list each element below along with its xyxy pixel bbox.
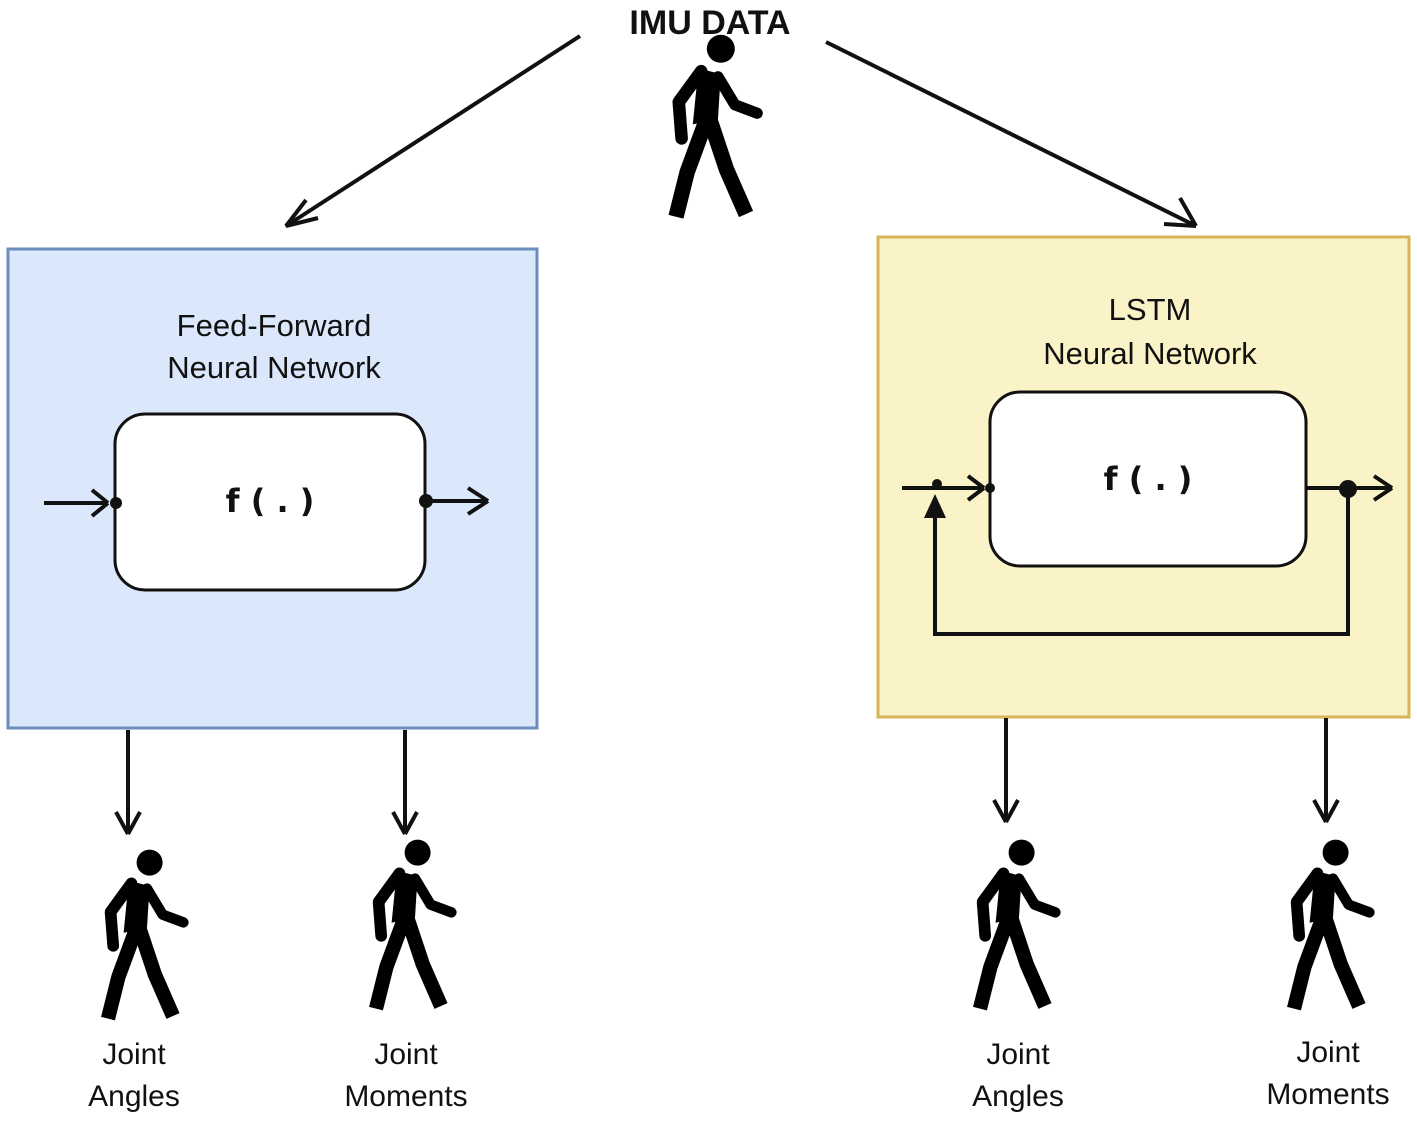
lstm-title-line1: LSTM (1109, 292, 1192, 327)
lstm-feedback-loop (933, 489, 1350, 636)
lstm-angles-walker-icon (980, 840, 1055, 1009)
ffnn-moments-walker-icon (376, 840, 451, 1009)
ffnn-moments-edge-head (391, 811, 419, 835)
ffnn-function-label: f ( . ) (226, 482, 315, 520)
edge-imu-to-lstm-head (1163, 197, 1198, 228)
ffnn-angles-edge-head (114, 811, 142, 835)
lstm-output-moments-line2: Moments (1266, 1078, 1389, 1111)
lstm-function-label: f ( . ) (1104, 460, 1193, 498)
lstm-function-node (988, 390, 1308, 568)
input-walker-icon (676, 35, 757, 217)
edge-imu-to-lstm (825, 40, 1197, 228)
lstm-moments-walker-icon (1294, 840, 1369, 1009)
ffnn-title-line1: Feed-Forward (177, 308, 372, 343)
lstm-input-port (985, 483, 995, 493)
lstm-output-edge-head (1372, 474, 1394, 502)
lstm-moments-edge-head (1312, 799, 1340, 823)
lstm-output-moments-line1: Joint (1296, 1036, 1360, 1069)
ffnn-input-port (110, 497, 122, 509)
lstm-feedback-join (932, 479, 942, 489)
ffnn-output-angles-line2: Angles (88, 1080, 180, 1113)
lstm-angles-edge-head (992, 799, 1020, 823)
ffnn-output-edge-head (466, 486, 490, 516)
ffnn-input-edge-head (90, 488, 110, 518)
edge-imu-to-ffnn (286, 34, 582, 228)
ffnn-output-angles-line1: Joint (102, 1038, 166, 1071)
ffnn-output-port (419, 494, 433, 508)
ffnn-output-moments-line2: Moments (344, 1080, 467, 1113)
ffnn-title-line2: Neural Network (167, 350, 381, 385)
lstm-title-line2: Neural Network (1043, 336, 1257, 371)
ffnn-output-moments-line1: Joint (374, 1038, 438, 1071)
edge-imu-to-ffnn-head (284, 198, 319, 228)
ffnn-angles-walker-icon (108, 850, 183, 1019)
lstm-output-angles-line1: Joint (986, 1038, 1050, 1071)
lstm-feedback-arrowhead (924, 494, 946, 518)
lstm-output-angles-line2: Angles (972, 1080, 1064, 1113)
lstm-input-edge-head (966, 474, 986, 502)
diagram-title: IMU DATA (629, 4, 790, 42)
